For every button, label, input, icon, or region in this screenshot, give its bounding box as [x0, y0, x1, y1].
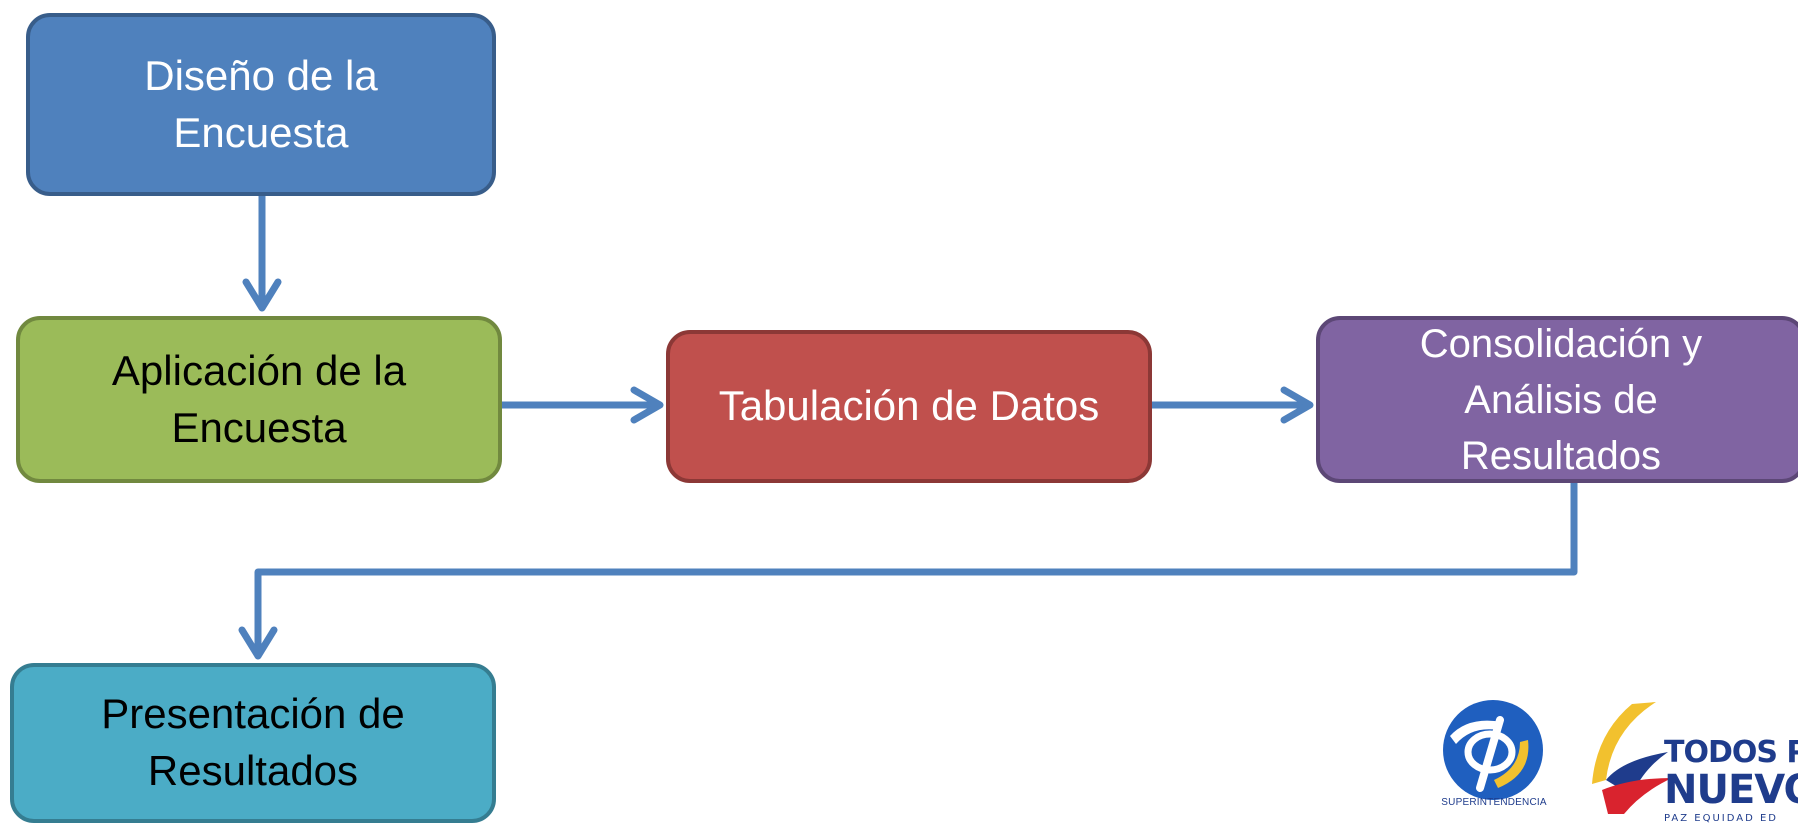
- gobierno-logo-line3: PAZ EQUIDAD ED: [1664, 813, 1778, 824]
- step-label-line: Encuesta: [173, 108, 349, 156]
- step-label-line: Resultados: [147, 747, 359, 794]
- step-tabulacion-datos: Tabulación de Datos: [666, 330, 1152, 483]
- step-label-line: Resultados: [1460, 433, 1662, 478]
- step-label-line: Presentación de: [101, 690, 405, 738]
- step-label-line: Diseño de la: [144, 51, 378, 99]
- step-presentacion-resultados: Presentación de Resultados: [10, 663, 496, 823]
- gobierno-logo-line1: TODOS POR: [1664, 738, 1798, 770]
- arrow-consolidacion-to-presentacion: [254, 479, 1578, 658]
- step-consolidacion-analisis: Consolidación y Análisis de Resultados: [1316, 316, 1798, 483]
- step-diseno-encuesta: Diseño de la Encuesta: [26, 13, 496, 196]
- step-label-line: Tabulación de Datos: [718, 382, 1100, 430]
- step-label-line: Aplicación de la: [111, 346, 407, 394]
- gobierno-logo-text: TODOS POR NUEVO P PAZ EQUIDAD ED: [1664, 738, 1798, 824]
- superintendencia-logo: [1443, 700, 1543, 800]
- superintendencia-logo-text: SUPERINTENDENCIA: [1441, 797, 1547, 808]
- step-label-line: Análisis de: [1464, 377, 1658, 422]
- step-aplicacion-encuesta: Aplicación de la Encuesta: [16, 316, 502, 483]
- gobierno-logo-line2: NUEVO P: [1664, 767, 1798, 813]
- step-label-line: Consolidación y: [1419, 321, 1703, 366]
- step-label-line: Encuesta: [171, 403, 347, 451]
- gobierno-flag-logo: [1592, 702, 1672, 814]
